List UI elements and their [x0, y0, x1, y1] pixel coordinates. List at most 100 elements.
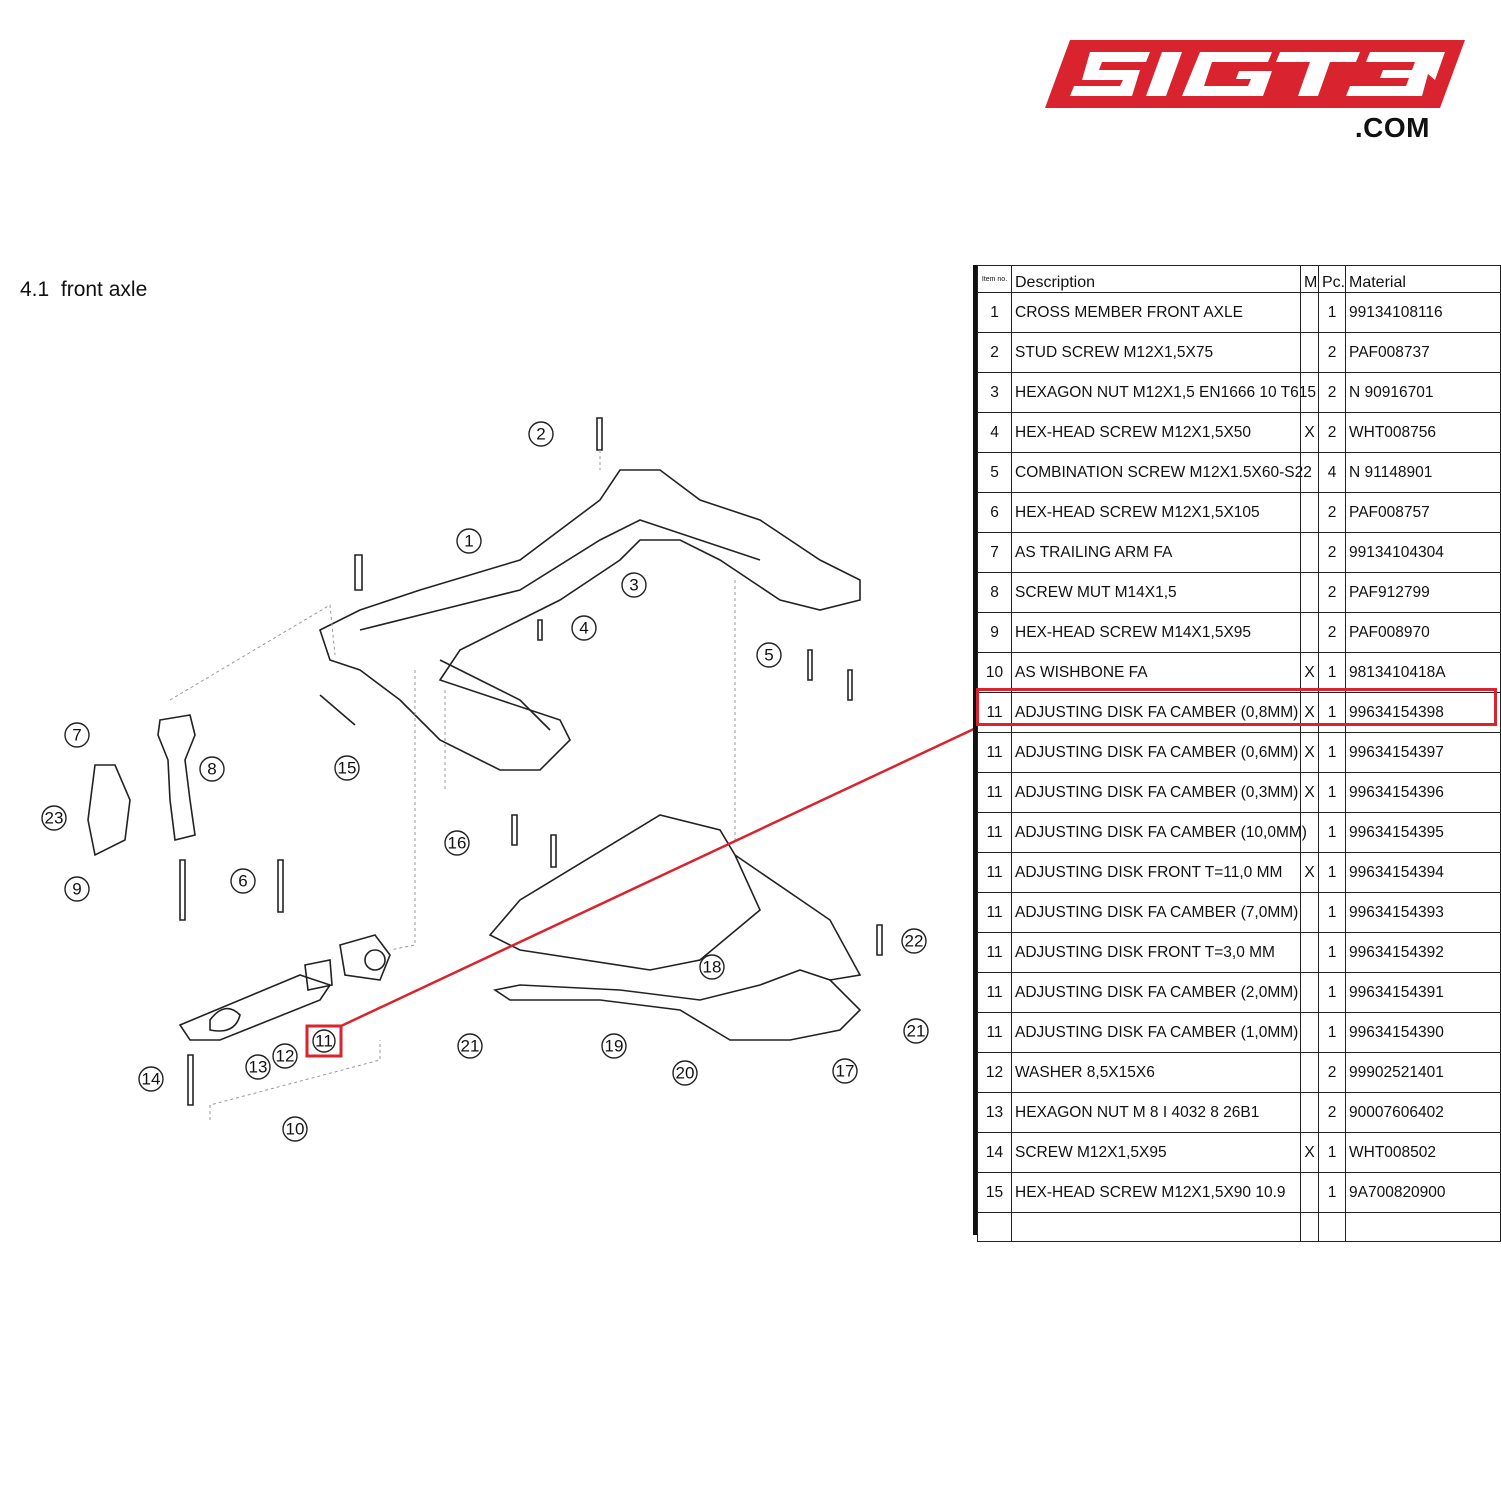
row-m [1300, 1092, 1319, 1133]
row-item-no: 14 [977, 1132, 1012, 1173]
row-item-no: 10 [977, 652, 1012, 693]
row-material: 9A700820900 [1345, 1172, 1501, 1213]
row-description: AS WISHBONE FA [1011, 652, 1301, 693]
row-pc: 1 [1318, 772, 1346, 813]
row-description: ADJUSTING DISK FA CAMBER (1,0MM) [1011, 1012, 1301, 1053]
row-material: N 90916701 [1345, 372, 1501, 413]
callout-18: 18 [703, 958, 722, 977]
header-description: Description [1011, 265, 1301, 293]
row-item-no: 15 [977, 1172, 1012, 1213]
row-m: X [1300, 852, 1319, 893]
callout-1: 1 [464, 532, 473, 551]
callout-10: 10 [286, 1120, 305, 1139]
row-description: HEX-HEAD SCREW M12X1,5X90 10.9 [1011, 1172, 1301, 1213]
row-item-no: 8 [977, 572, 1012, 613]
row-pc: 2 [1318, 372, 1346, 413]
row-item-no: 3 [977, 372, 1012, 413]
row-m [1300, 972, 1319, 1013]
row-pc: 2 [1318, 1092, 1346, 1133]
row-item-no: 9 [977, 612, 1012, 653]
row-description: SCREW MUT M14X1,5 [1011, 572, 1301, 613]
row-item-no: 11 [977, 772, 1012, 813]
row-pc: 1 [1318, 1132, 1346, 1173]
row-pc: 2 [1318, 332, 1346, 373]
row-pc: 4 [1318, 452, 1346, 493]
callout-6: 6 [238, 872, 247, 891]
row-description: ADJUSTING DISK FRONT T=3,0 MM [1011, 932, 1301, 973]
row-m [1300, 532, 1319, 573]
row-pc: 2 [1318, 532, 1346, 573]
row-material: 99902521401 [1345, 1052, 1501, 1093]
row-material: WHT008756 [1345, 412, 1501, 453]
row-item-no: 1 [977, 292, 1012, 333]
row-item-no: 11 [977, 812, 1012, 853]
row-item-no: 11 [977, 972, 1012, 1013]
row-description: ADJUSTING DISK FA CAMBER (7,0MM) [1011, 892, 1301, 933]
row-description: SCREW M12X1,5X95 [1011, 1132, 1301, 1173]
highlight-callout-box [305, 1024, 343, 1058]
row-material: 99634154393 [1345, 892, 1501, 933]
row-pc: 2 [1318, 492, 1346, 533]
row-description: ADJUSTING DISK FA CAMBER (0,3MM) [1011, 772, 1301, 813]
callout-4: 4 [579, 619, 588, 638]
row-pc: 2 [1318, 612, 1346, 653]
trailing-arm-part [157, 714, 196, 841]
row-pc: 1 [1318, 732, 1346, 773]
row-description: HEX-HEAD SCREW M12X1,5X105 [1011, 492, 1301, 533]
callout-21b: 21 [907, 1022, 926, 1041]
row-m: X [1300, 412, 1319, 453]
callout-8: 8 [207, 760, 216, 779]
row-pc: 1 [1318, 932, 1346, 973]
row-material: 99634154394 [1345, 852, 1501, 893]
row-material: N 91148901 [1345, 452, 1501, 493]
section-name: front axle [60, 278, 148, 301]
row-material: 9813410418A [1345, 652, 1501, 693]
empty-cell [1318, 1212, 1346, 1242]
bolt-6 [277, 859, 284, 913]
bolt-4 [537, 619, 543, 641]
row-material: 99634154391 [1345, 972, 1501, 1013]
header-item-no: Item no. [977, 265, 1012, 293]
empty-cell [1011, 1212, 1301, 1242]
bolt-lower2 [550, 834, 557, 868]
row-description: HEXAGON NUT M12X1,5 EN1666 10 T615 [1011, 372, 1316, 413]
row-pc: 1 [1318, 812, 1346, 853]
row-description: STUD SCREW M12X1,5X75 [1011, 332, 1301, 373]
bolt-22 [876, 924, 883, 956]
row-m [1300, 612, 1319, 653]
callout-22: 22 [905, 932, 924, 951]
table-row-empty [977, 1212, 1501, 1242]
bolt-15 [319, 694, 356, 726]
bolt-9 [179, 859, 186, 921]
row-material: 99134108116 [1345, 292, 1501, 333]
row-m: X [1300, 732, 1319, 773]
row-pc: 2 [1318, 412, 1346, 453]
row-pc: 1 [1318, 292, 1346, 333]
highlight-connector-line [340, 726, 977, 1028]
callout-7: 7 [72, 726, 81, 745]
header-pc: Pc. [1318, 265, 1346, 293]
row-m: X [1300, 1132, 1319, 1173]
row-description: ADJUSTING DISK FA CAMBER (10,0MM) [1011, 812, 1307, 853]
row-material: PAF008970 [1345, 612, 1501, 653]
row-material: 99634154392 [1345, 932, 1501, 973]
bushing-part [339, 934, 391, 981]
row-pc: 1 [1318, 692, 1346, 733]
row-material: PAF912799 [1345, 572, 1501, 613]
row-m: X [1300, 692, 1319, 733]
row-m [1300, 332, 1319, 373]
callout-11: 11 [315, 1032, 333, 1051]
